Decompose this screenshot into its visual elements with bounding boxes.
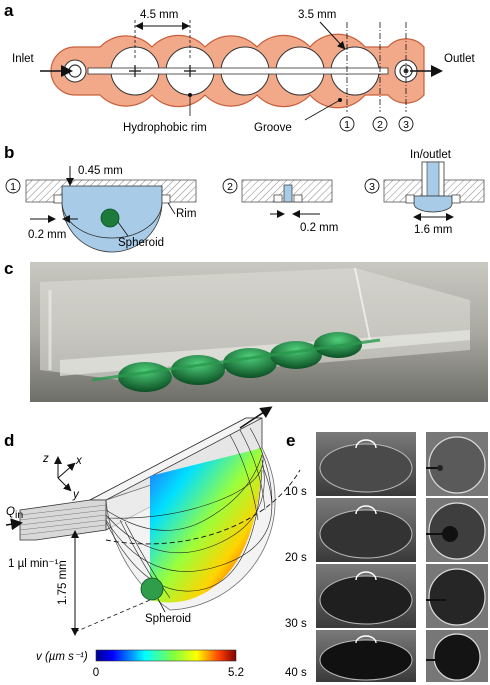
svg-text:3: 3	[403, 119, 409, 131]
panel-b: b 1 0.45 mm 0.2 mm Rim Spheroid 2	[4, 143, 485, 253]
svg-text:y: y	[72, 489, 80, 501]
droplet-2	[171, 355, 225, 385]
panel-d-label: d	[4, 431, 14, 450]
svg-text:30 s: 30 s	[285, 618, 307, 630]
svg-text:20 s: 20 s	[285, 552, 307, 564]
outlet-label: Outlet	[444, 53, 475, 65]
q-symbol: Q	[6, 506, 15, 518]
panel-a: a Inlet Outlet	[4, 1, 475, 134]
panel-c: c	[4, 259, 488, 402]
axes-triad: z x y	[42, 453, 83, 501]
timelapse-row-1: 10 s	[285, 432, 488, 498]
channel	[87, 67, 389, 75]
center-mark-2	[184, 65, 196, 77]
gap-label: 0.2 mm	[28, 229, 66, 241]
spheroid-label-d: Spheroid	[145, 613, 191, 625]
panel-e-label: e	[286, 431, 295, 450]
q-sub: in	[15, 509, 23, 521]
diameter-label: 3.5 mm	[298, 9, 336, 21]
section-2: 2 0.2 mm	[222, 178, 338, 234]
groove-label: Groove	[254, 122, 292, 134]
droplet-3	[223, 348, 277, 378]
svg-text:3: 3	[369, 181, 375, 193]
spheroid	[100, 208, 120, 228]
timelapse-row-4: 40 s	[285, 630, 488, 682]
colorbar	[95, 649, 237, 662]
droplet-4	[270, 341, 322, 369]
center-mark-1	[129, 65, 141, 77]
section-marker-1: 1	[339, 116, 355, 132]
timelapse-row-3: 30 s	[285, 564, 488, 630]
width-label: 1.6 mm	[414, 224, 452, 236]
panel-c-label: c	[4, 259, 13, 278]
section-marker-3: 3	[398, 116, 414, 132]
rim-label-b: Rim	[176, 208, 196, 220]
section-3: 3 In/outlet 1.6 mm	[364, 149, 485, 236]
section-1: 1 0.45 mm 0.2 mm Rim Spheroid	[5, 165, 196, 253]
colorbar-title: v (µm s⁻¹)	[36, 651, 88, 663]
section-marker-2: 2	[372, 116, 388, 132]
svg-text:2: 2	[227, 181, 233, 193]
panel-e: e 10 s 20 s	[285, 431, 488, 682]
height-label: 1.75 mm	[57, 560, 69, 605]
gap2-label: 0.2 mm	[300, 222, 338, 234]
svg-text:1: 1	[10, 181, 16, 193]
timelapse-row-2: 20 s	[285, 498, 488, 564]
droplet-1	[118, 362, 172, 392]
svg-text:40 s: 40 s	[285, 667, 307, 679]
rim-label: Hydrophobic rim	[123, 122, 207, 134]
spheroid-label-b: Spheroid	[118, 237, 164, 249]
inoutlet-label: In/outlet	[410, 149, 452, 161]
colorbar-min: 0	[93, 667, 99, 679]
spheroid-d	[140, 577, 164, 601]
svg-text:x: x	[75, 455, 83, 467]
panel-d: d z x y	[4, 406, 301, 679]
svg-text:z: z	[42, 453, 49, 465]
svg-text:2: 2	[377, 119, 383, 131]
colorbar-max: 5.2	[228, 667, 244, 679]
panel-b-label: b	[4, 143, 14, 162]
inlet-label: Inlet	[12, 53, 35, 65]
depth-label: 0.45 mm	[78, 165, 123, 177]
spacing-label: 4.5 mm	[140, 9, 178, 21]
chamber-chain	[50, 33, 425, 109]
panel-a-label: a	[4, 1, 14, 20]
svg-text:1: 1	[344, 119, 350, 131]
svg-text:10 s: 10 s	[285, 486, 307, 498]
velocity-field	[150, 448, 262, 603]
flow-label: 1 µl min⁻¹	[8, 558, 59, 570]
